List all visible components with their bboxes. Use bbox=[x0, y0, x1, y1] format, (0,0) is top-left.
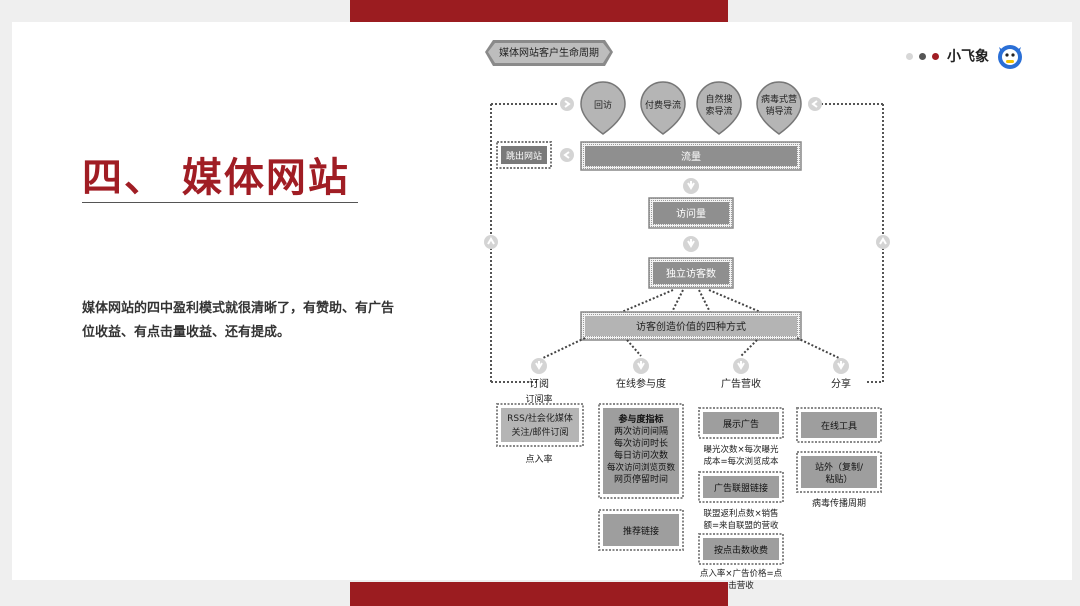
svg-text:每次访问浏览页数: 每次访问浏览页数 bbox=[607, 462, 676, 473]
slide-title: 四、 媒体网站 bbox=[82, 155, 350, 201]
branch-label-engagement: 在线参与度 bbox=[616, 377, 666, 390]
offsite-line2: 粘贴） bbox=[825, 473, 852, 485]
source-label-line2: 索导流 bbox=[705, 105, 732, 117]
svg-text:推荐链接: 推荐链接 bbox=[623, 525, 659, 537]
diagram-title: 媒体网站客户生命周期 bbox=[499, 46, 599, 59]
loop-arrow-right-up bbox=[876, 235, 890, 249]
branch-label-ads: 广告营收 bbox=[721, 377, 761, 390]
svg-text:访客创造价值的四种方式: 访客创造价值的四种方式 bbox=[636, 320, 746, 333]
svg-text:每次访问时长: 每次访问时长 bbox=[614, 437, 668, 449]
fan-out-connectors bbox=[616, 289, 766, 315]
branch-arrow-ads bbox=[732, 357, 750, 375]
brand-dot-red bbox=[932, 52, 939, 60]
svg-text:广告联盟链接: 广告联盟链接 bbox=[714, 482, 768, 494]
source-drop-revisit: 回访 bbox=[580, 81, 626, 135]
branch-arrow-subscribe bbox=[530, 357, 548, 375]
branch-connectors bbox=[542, 337, 840, 359]
svg-text:独立访客数: 独立访客数 bbox=[666, 267, 716, 280]
offsite-box: 站外（复制/ 粘贴） bbox=[796, 451, 882, 493]
brand-logo: 小飞象 bbox=[906, 42, 1025, 70]
visits-box: 访问量 bbox=[648, 197, 734, 229]
affiliate-link-box: 广告联盟链接 bbox=[698, 471, 784, 503]
svg-text:访问量: 访问量 bbox=[676, 207, 706, 220]
top-accent-bar bbox=[350, 0, 728, 22]
source-label-line2: 销导流 bbox=[765, 105, 792, 117]
loop-arrow-right-in bbox=[808, 97, 822, 111]
slide-description: 媒体网站的四中盈利模式就很清晰了，有赞助、有广告位收益、有点击量收益、还有提成。 bbox=[82, 301, 395, 340]
brand-name: 小飞象 bbox=[947, 49, 989, 65]
recommend-link-box: 推荐链接 bbox=[598, 509, 684, 551]
source-drop-organic: 自然搜 索导流 bbox=[696, 81, 742, 135]
brand-dot-light bbox=[906, 52, 913, 60]
svg-text:关注/邮件订阅: 关注/邮件订阅 bbox=[511, 426, 568, 438]
source-label: 回访 bbox=[594, 100, 612, 111]
branch-label-share: 分享 bbox=[831, 377, 851, 390]
svg-text:按点击数收费: 按点击数收费 bbox=[714, 544, 768, 556]
svg-text:流量: 流量 bbox=[681, 150, 701, 163]
bottom-accent-bar bbox=[350, 582, 728, 606]
svg-text:在线工具: 在线工具 bbox=[821, 420, 857, 432]
ppc-note-2: 击营收 bbox=[728, 580, 754, 591]
exit-site-box: 跳出网站 bbox=[496, 141, 552, 169]
source-drop-paid: 付费导流 bbox=[640, 81, 686, 135]
loop-arrow-left-in bbox=[560, 97, 574, 111]
traffic-bar: 流量 bbox=[580, 141, 802, 171]
branch-arrow-share bbox=[832, 357, 850, 375]
slide-canvas bbox=[12, 22, 1072, 580]
engagement-box: 参与度指标 两次访问间隔 每次访问时长 每日访问次数 每次访问浏览页数 网页停留… bbox=[598, 403, 684, 499]
diagram-title-tag: 媒体网站客户生命周期 bbox=[485, 40, 613, 66]
source-label: 付费导流 bbox=[645, 99, 681, 111]
display-ads-box: 展示广告 bbox=[698, 407, 784, 439]
subscribe-rate: 订阅率 bbox=[525, 393, 552, 405]
brand-dot-dark bbox=[919, 52, 926, 60]
subscribe-note: 点入率 bbox=[525, 453, 552, 465]
subscribe-box: RSS/社会化媒体 关注/邮件订阅 bbox=[496, 403, 584, 447]
exit-arrow bbox=[560, 148, 574, 162]
unique-visitors-box: 独立访客数 bbox=[648, 257, 734, 289]
elephant-mascot-icon bbox=[998, 45, 1022, 69]
online-tools-box: 在线工具 bbox=[796, 407, 882, 443]
svg-text:RSS/社会化媒体: RSS/社会化媒体 bbox=[507, 412, 573, 424]
ppc-box: 按点击数收费 bbox=[698, 533, 784, 565]
svg-text:跳出网站: 跳出网站 bbox=[506, 150, 542, 162]
svg-text:每日访问次数: 每日访问次数 bbox=[614, 449, 668, 461]
title-underline bbox=[82, 202, 358, 203]
offsite-line1: 站外（复制/ bbox=[815, 461, 864, 473]
branch-label-subscribe: 订阅 bbox=[529, 377, 549, 390]
svg-text:参与度指标: 参与度指标 bbox=[618, 413, 663, 425]
affiliate-note-1: 联盟返利点数×销售 bbox=[703, 508, 778, 519]
svg-text:两次访问间隔: 两次访问间隔 bbox=[614, 425, 668, 437]
feedback-loop-lines bbox=[490, 103, 884, 383]
source-drop-viral: 病毒式营 销导流 bbox=[756, 81, 802, 135]
customer-lifecycle-diagram: 媒体网站客户生命周期 回访 付费导流 自然搜 索导流 病毒式营 销导流 跳出网站 bbox=[484, 40, 890, 591]
share-note: 病毒传播周期 bbox=[812, 497, 866, 509]
display-ads-note-1: 曝光次数×每次曝光 bbox=[703, 444, 779, 455]
affiliate-note-2: 额=来自联盟的营收 bbox=[703, 520, 779, 531]
svg-text:展示广告: 展示广告 bbox=[723, 418, 759, 430]
flow-arrow-2 bbox=[682, 235, 700, 253]
branch-arrow-engagement bbox=[632, 357, 650, 375]
flow-arrow-1 bbox=[682, 177, 700, 195]
ppc-note-1: 点入率×广告价格=点 bbox=[700, 568, 783, 579]
svg-text:网页停留时间: 网页停留时间 bbox=[614, 473, 668, 485]
source-label-line1: 自然搜 bbox=[705, 93, 732, 105]
value-ways-bar: 访客创造价值的四种方式 bbox=[580, 311, 802, 341]
loop-arrow-left-up bbox=[484, 235, 498, 249]
display-ads-note-2: 成本=每次浏览成本 bbox=[703, 456, 779, 467]
source-label-line1: 病毒式营 bbox=[761, 93, 797, 105]
